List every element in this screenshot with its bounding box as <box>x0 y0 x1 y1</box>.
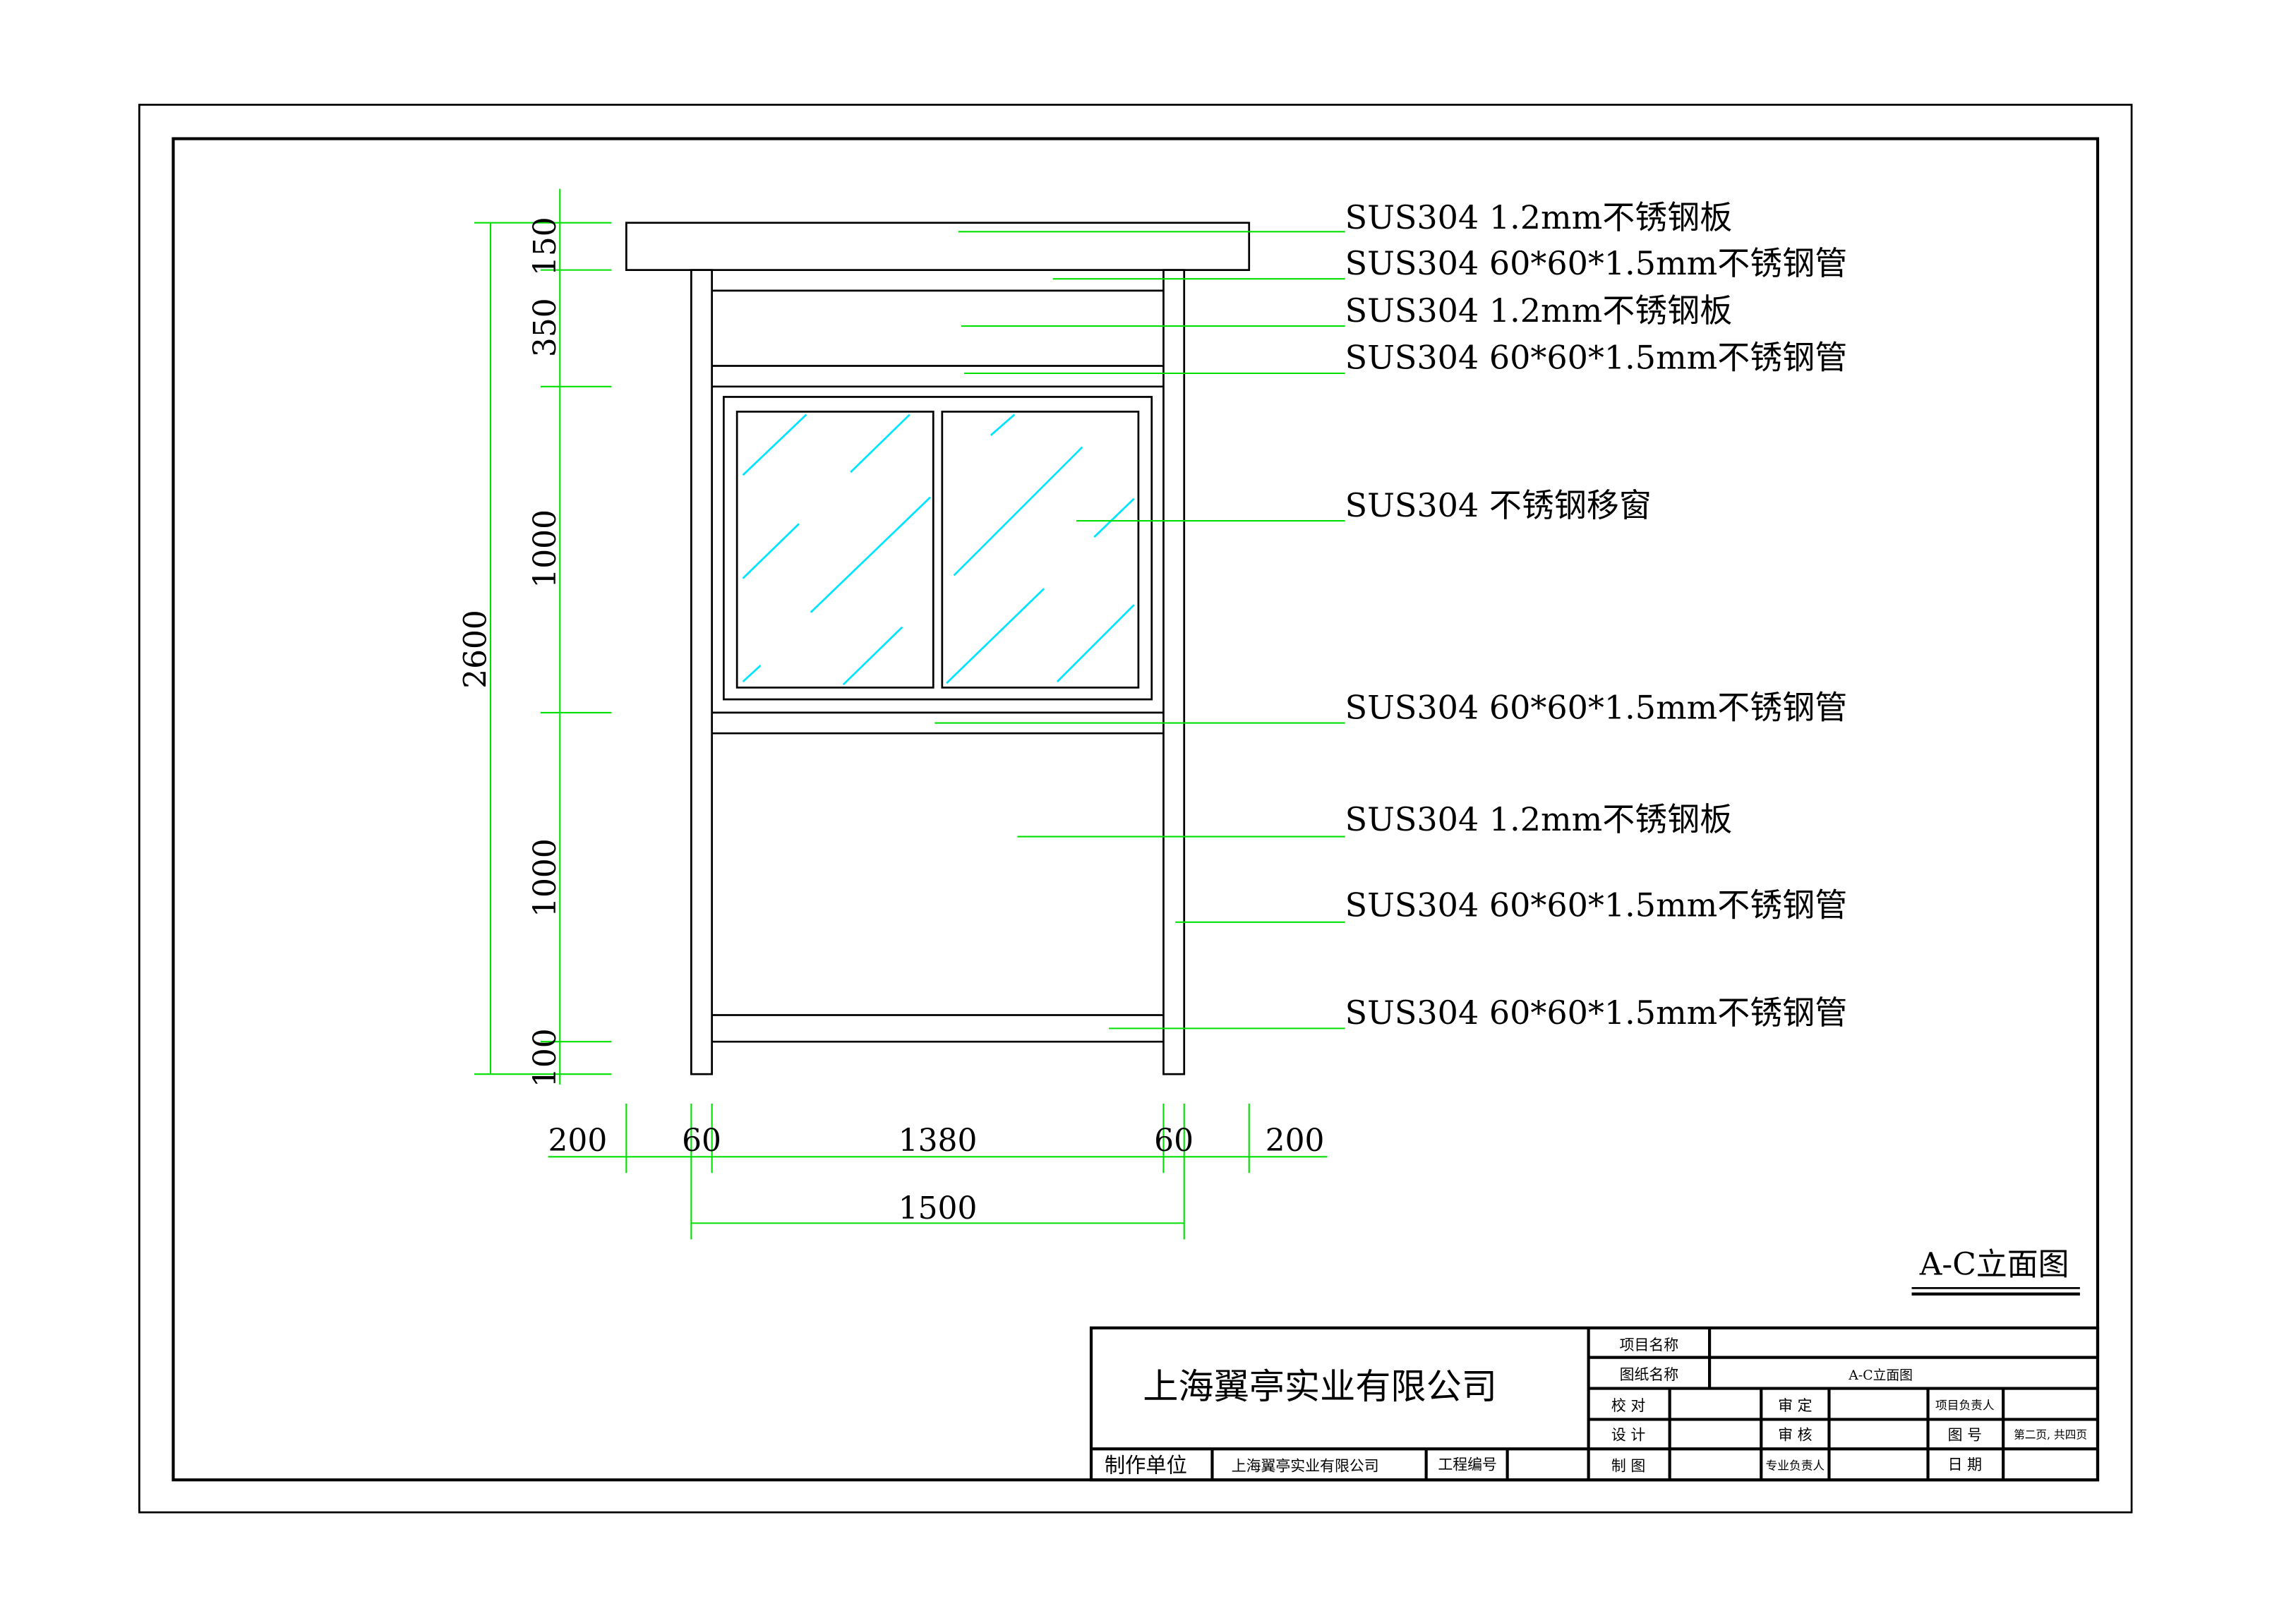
design-label: 设 计 <box>1611 1427 1646 1444</box>
drafting-label: 制 图 <box>1611 1458 1645 1475</box>
company-name: 上海翼亭实业有限公司 <box>1143 1365 1497 1407</box>
material-annotations: SUS304 1.2mm不锈钢板 SUS304 60*60*1.5mm不锈钢管 … <box>1345 198 1848 1032</box>
project-lead-label: 项目负责人 <box>1935 1398 1995 1412</box>
dim-1380: 1380 <box>898 1123 978 1159</box>
dim-1000-upper: 1000 <box>527 509 563 589</box>
maker-value: 上海翼亭实业有限公司 <box>1232 1458 1379 1475</box>
proofread-label: 校 对 <box>1611 1397 1646 1414</box>
dim-2600: 2600 <box>458 610 494 689</box>
annotation-1: SUS304 1.2mm不锈钢板 <box>1345 198 1733 236</box>
dim-1000-lower: 1000 <box>527 838 563 917</box>
dim-100: 100 <box>527 1028 563 1087</box>
glass-hatch <box>742 414 1135 686</box>
annotation-5: SUS304 不锈钢移窗 <box>1345 486 1652 524</box>
dim-200-left: 200 <box>548 1123 607 1159</box>
approve-label: 审 定 <box>1778 1397 1813 1414</box>
annotation-3: SUS304 1.2mm不锈钢板 <box>1345 291 1733 330</box>
drawing-name-label: 图纸名称 <box>1620 1366 1679 1383</box>
maker-label: 制作单位 <box>1105 1454 1187 1478</box>
dim-200-right: 200 <box>1266 1123 1325 1159</box>
leader-lines <box>934 231 1345 1030</box>
outer-border <box>138 104 2133 1514</box>
annotation-2: SUS304 60*60*1.5mm不锈钢管 <box>1345 244 1848 282</box>
drawing-no-label: 图 号 <box>1948 1427 1982 1444</box>
project-name-label: 项目名称 <box>1620 1337 1679 1353</box>
annotation-4: SUS304 60*60*1.5mm不锈钢管 <box>1345 339 1848 377</box>
drawing-no-value: 第二页, 共四页 <box>2014 1428 2087 1442</box>
kiosk-elevation <box>625 222 1251 1075</box>
horizontal-dimensions <box>548 1104 1328 1240</box>
drawing-title: A-C立面图 <box>1919 1247 2069 1283</box>
drawing-name-value: A-C立面图 <box>1848 1368 1913 1383</box>
dim-60-right: 60 <box>1154 1123 1194 1159</box>
review-label: 审 核 <box>1778 1427 1813 1444</box>
dim-60-left: 60 <box>682 1123 721 1159</box>
dim-350: 350 <box>527 298 563 357</box>
annotation-9: SUS304 60*60*1.5mm不锈钢管 <box>1345 994 1848 1032</box>
title-block <box>1089 1326 2100 1482</box>
annotation-6: SUS304 60*60*1.5mm不锈钢管 <box>1345 688 1848 726</box>
discipline-lead-label: 专业负责人 <box>1766 1459 1825 1473</box>
annotation-7: SUS304 1.2mm不锈钢板 <box>1345 800 1733 838</box>
project-no-label: 工程编号 <box>1438 1456 1497 1473</box>
dim-150: 150 <box>527 217 563 276</box>
annotation-8: SUS304 60*60*1.5mm不锈钢管 <box>1345 886 1848 924</box>
dim-1500: 1500 <box>898 1190 978 1226</box>
vertical-dimensions <box>474 188 612 1085</box>
date-label: 日 期 <box>1948 1456 1982 1473</box>
